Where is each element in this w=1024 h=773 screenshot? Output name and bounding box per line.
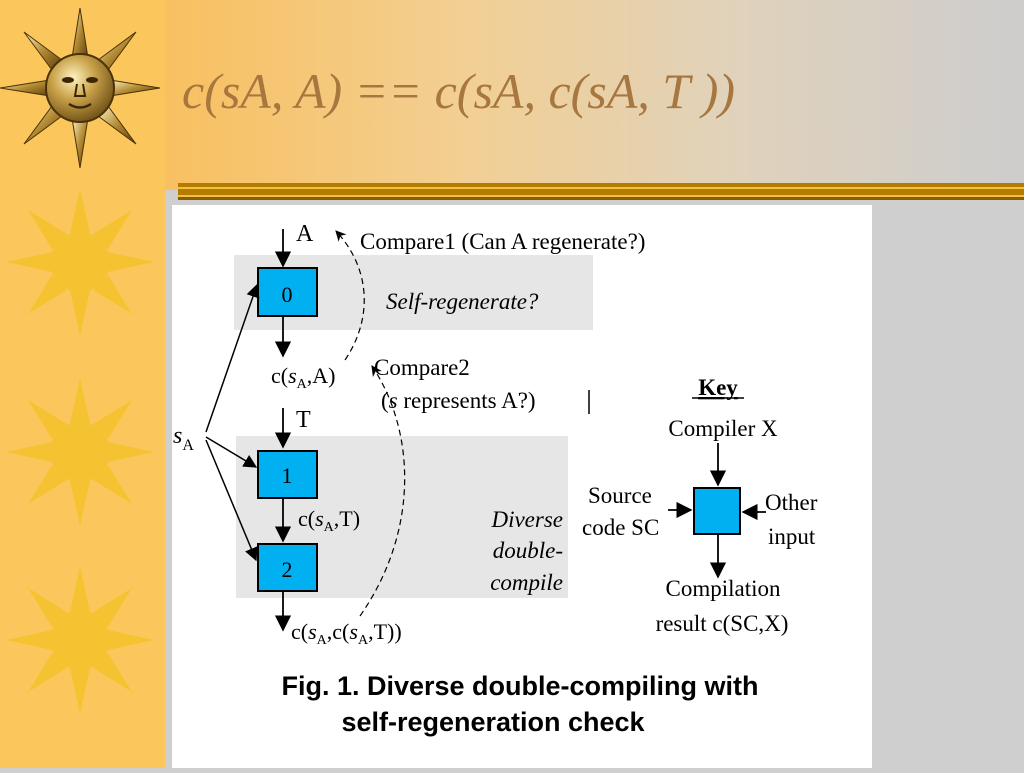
key-compiler-box [693,487,741,535]
input-t-label: T [296,407,311,433]
key-other-line1: Other [765,490,818,515]
key-result-line2: result c(SC,X) [656,611,789,636]
slide-title: c(sA, A) == c(sA, c(sA, T )) [182,63,736,119]
compare2-label-line1: Compare2 [374,355,470,380]
compiler-box-0-label: 0 [282,282,293,307]
key-compiler-label: Compiler X [668,416,778,441]
arrow-sa-to-box1 [205,436,258,468]
sun-face-icon [0,7,161,169]
output-c-sa-c-sa-t: c(sA,c(sA,T)) [291,619,402,648]
caption-line1: Fig. 1. Diverse double-compiling with [281,671,758,701]
sidebar [0,0,165,768]
compare1-label: Compare1 (Can A regenerate?) [360,229,645,254]
title-underline [178,183,1024,200]
output-c-sa-t: c(sA,T) [298,506,360,535]
diagram: A 0 Self-regenerate? c(sA,A) T sA 1 c(sA… [173,221,818,737]
sun-icon [6,566,154,714]
compare2-dashed-arrow [359,365,406,617]
diverse-label-line3: compile [490,570,563,595]
diverse-label-line2: double- [493,538,563,563]
self-regenerate-label: Self-regenerate? [386,289,539,314]
figure-panel: A 0 Self-regenerate? c(sA,A) T sA 1 c(sA… [172,205,872,768]
caption-line2: self-regeneration check [341,707,645,737]
key-title: Key [698,375,738,400]
input-a-label: A [296,221,314,247]
key-result-line1: Compilation [666,576,782,601]
output-c-sa-a: c(sA,A) [271,363,336,392]
sun-decorations [0,7,161,714]
compare1-dashed-arrow [335,230,365,361]
title-band [165,0,1024,190]
compiler-box-1-label: 1 [282,463,293,488]
compiler-box-1 [257,450,318,499]
sa-label: sA [173,423,194,454]
key-source-line2: code SC [582,515,659,540]
key-other-line2: input [768,524,816,549]
diverse-label-line1: Diverse [490,507,563,532]
arrow-sa-to-box2 [205,439,258,562]
sun-icon [6,188,154,336]
key-source-line1: Source [588,483,652,508]
arrow-sa-to-box0 [205,283,260,433]
compiler-box-2 [257,543,318,592]
sun-icon [6,378,154,526]
compare2-label-line2: (s represents A?) [381,388,536,413]
compiler-box-2-label: 2 [282,557,293,582]
